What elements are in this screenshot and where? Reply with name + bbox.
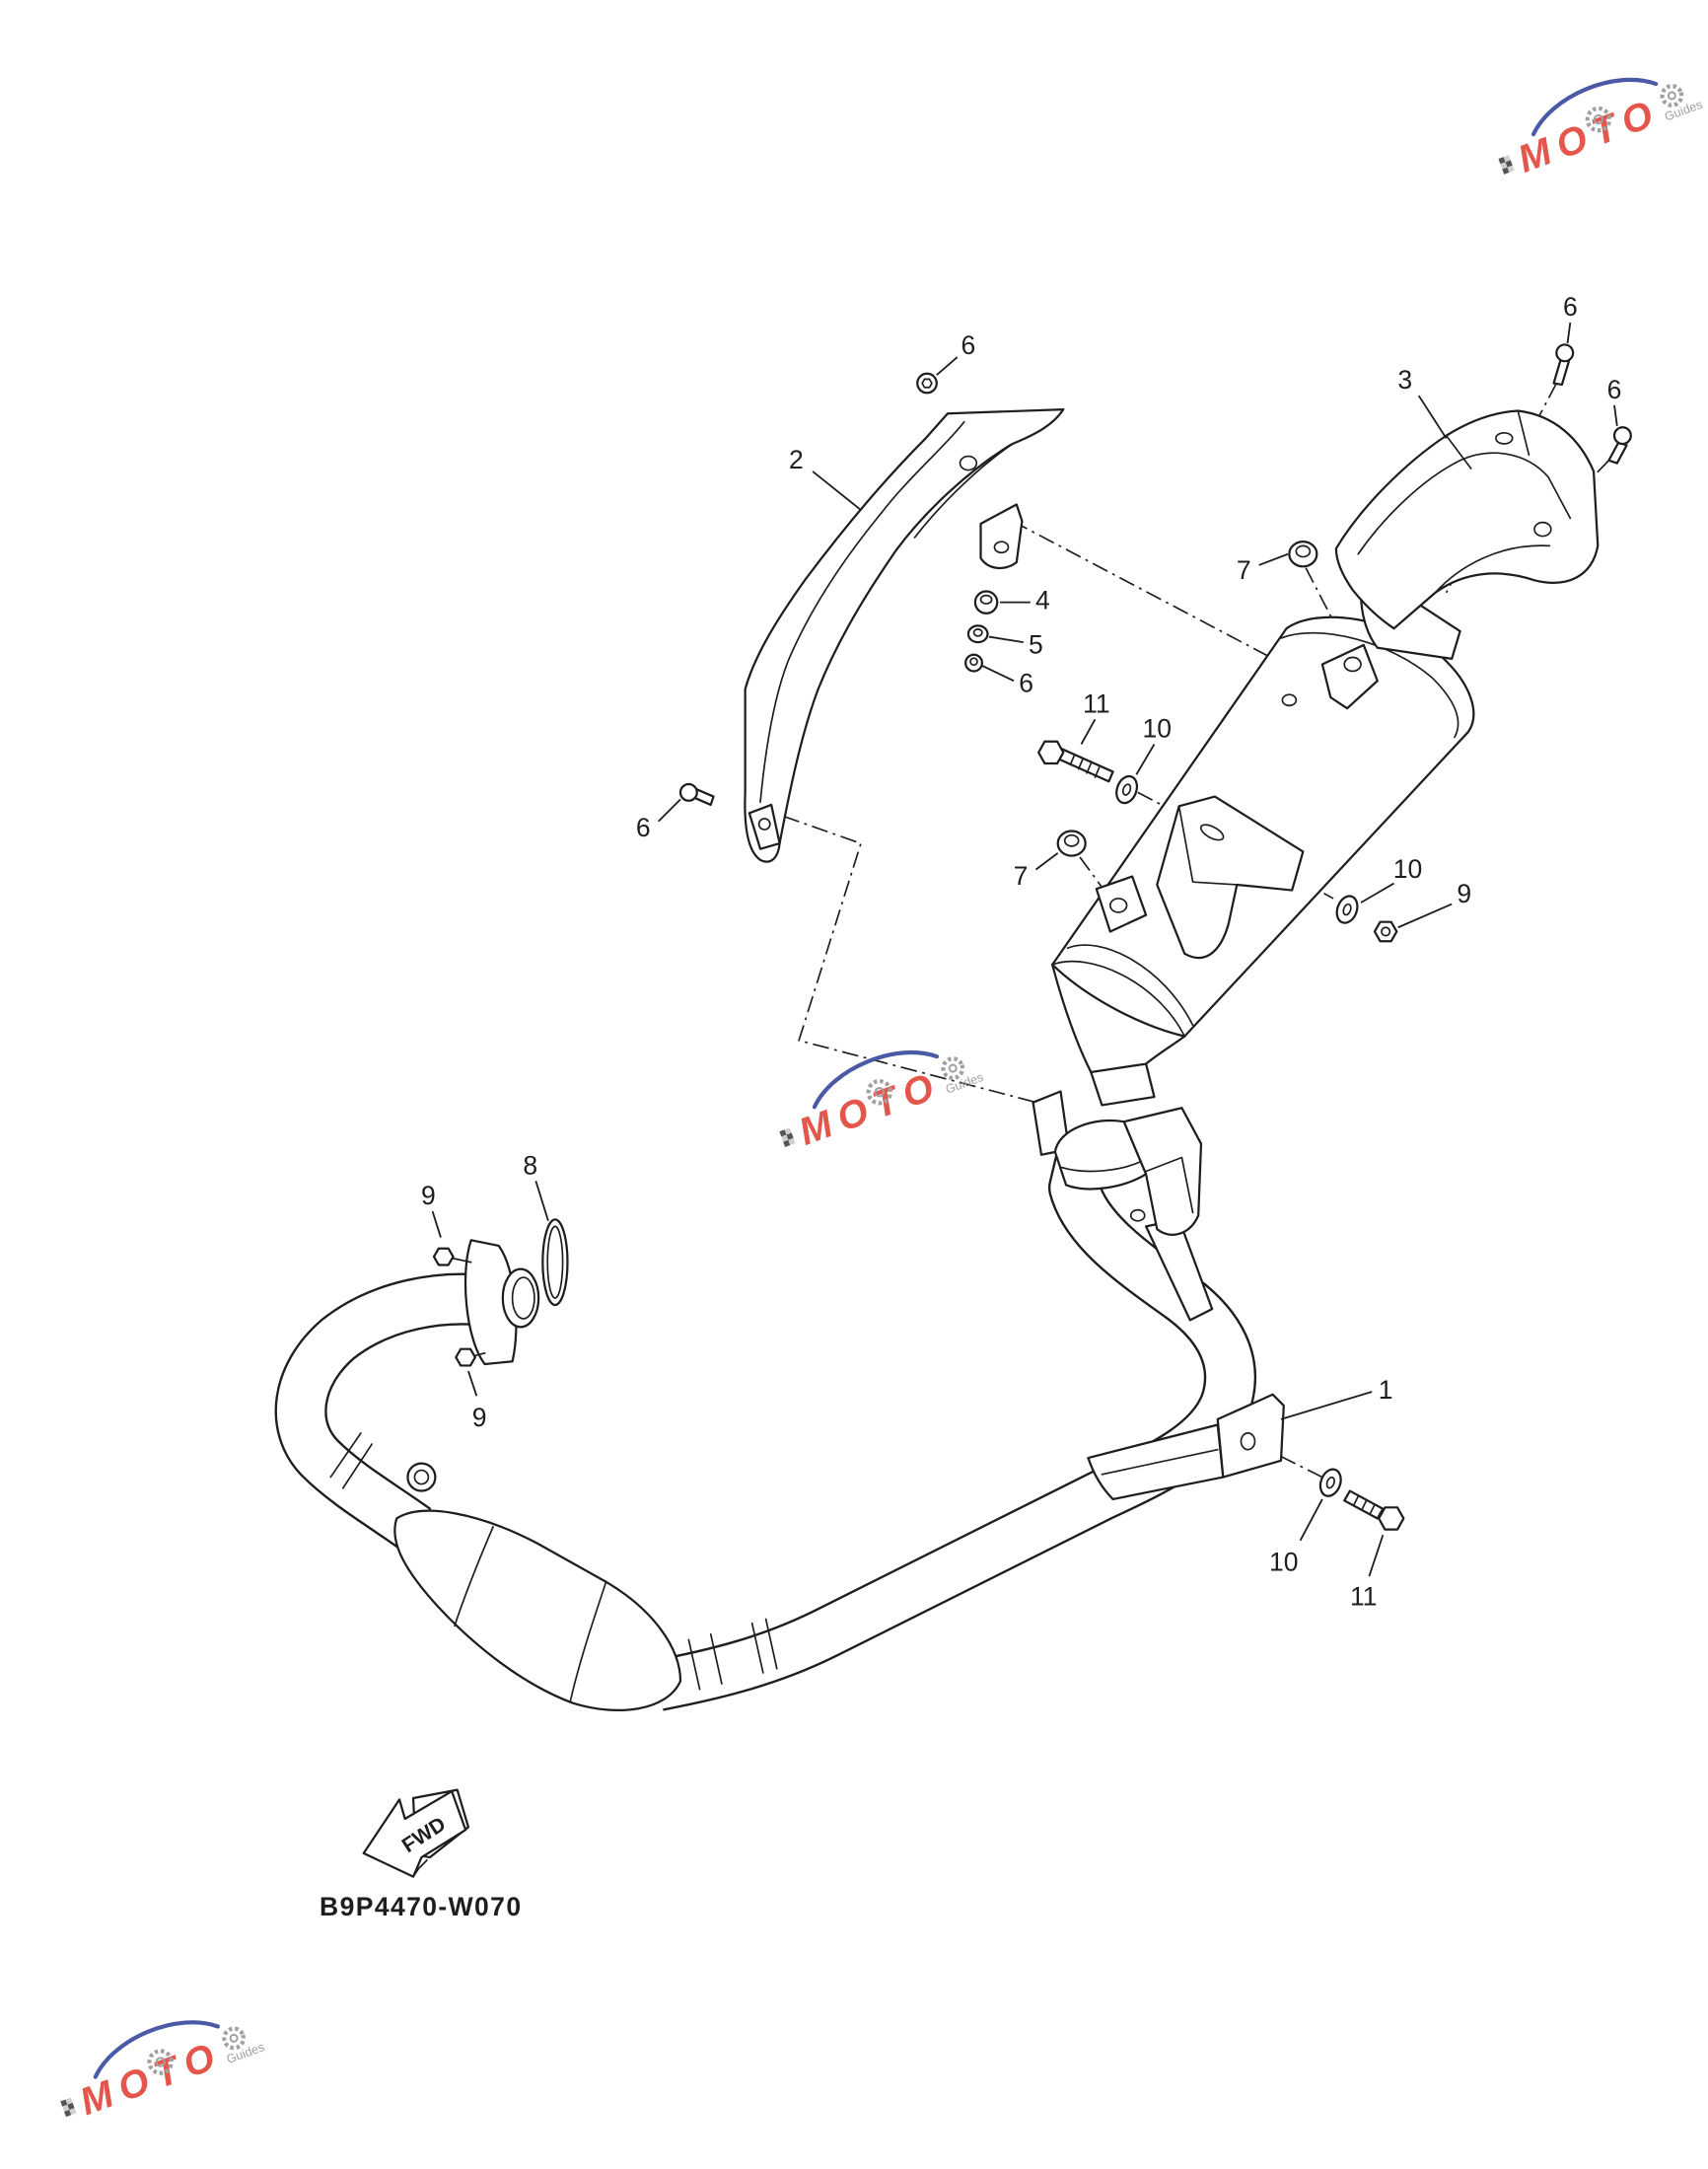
- callout-label: 9: [1457, 879, 1471, 908]
- callout-label: 6: [1019, 668, 1033, 697]
- screw-6: [1552, 343, 1575, 387]
- callout-label: 4: [1035, 586, 1050, 615]
- gear-icon: [147, 2049, 174, 2075]
- heat-shield-part-2: [744, 407, 1065, 863]
- bolt-11: [1343, 1489, 1405, 1531]
- callout-labels: 6 2 3 6 6 7 4 5 6 11 10 6 7 10 9 8 9 9 1…: [421, 292, 1621, 1611]
- callout-label: 6: [961, 330, 976, 360]
- nut-9: [455, 1347, 486, 1367]
- muffler-body: [1032, 583, 1475, 1236]
- screw-6: [678, 782, 715, 807]
- nut-9: [1373, 920, 1398, 943]
- callout-label: 6: [1607, 375, 1622, 404]
- grommet-4: [973, 590, 999, 615]
- fwd-arrow-icon: FWD: [362, 1788, 470, 1878]
- callout-label: 10: [1269, 1548, 1299, 1577]
- screw-6: [964, 653, 984, 673]
- watermark-brand: MOTO: [75, 2033, 229, 2124]
- muffler-protector-part-3: [1334, 409, 1600, 630]
- fasteners: [432, 343, 1632, 1531]
- watermark-sub: Guides: [1663, 98, 1704, 124]
- bolt-11: [1037, 740, 1114, 783]
- callout-label: 9: [472, 1403, 487, 1432]
- callout-label: 2: [789, 445, 804, 474]
- watermark-sub: Guides: [944, 1070, 985, 1097]
- callout-label: 11: [1350, 1581, 1378, 1611]
- watermark-sub: Guides: [225, 2040, 266, 2066]
- exhaust-pipe-part-1: [274, 1123, 1285, 1712]
- watermark-brand: MOTO: [794, 1063, 948, 1154]
- gear-icon: [866, 1078, 893, 1106]
- collar-5: [966, 624, 989, 644]
- grommet-7: [1288, 541, 1318, 568]
- callout-label: 10: [1393, 854, 1423, 884]
- callout-label: 3: [1397, 365, 1412, 395]
- callout-label: 9: [421, 1181, 436, 1210]
- washer-10: [1335, 895, 1359, 924]
- callout-label: 1: [1379, 1375, 1393, 1405]
- leader-lines: [431, 322, 1618, 1577]
- callout-label: 6: [1563, 292, 1578, 322]
- gear-icon: [941, 1056, 965, 1080]
- moto-guides-watermark: MOTO Guides: [60, 2020, 266, 2124]
- gear-icon: [1585, 106, 1612, 133]
- watermark-brand: MOTO: [1513, 91, 1667, 181]
- moto-guides-watermark: MOTO Guides: [1498, 77, 1704, 181]
- callout-label: 6: [636, 813, 651, 842]
- gasket-8: [541, 1218, 569, 1307]
- grommet-7: [1056, 830, 1087, 857]
- callout-label: 8: [523, 1150, 537, 1180]
- washer-10: [1115, 774, 1139, 805]
- callout-label: 7: [1014, 861, 1029, 891]
- diagram-code: B9P4470-W070: [320, 1892, 522, 1921]
- callout-label: 5: [1029, 629, 1043, 659]
- moto-guides-watermark: MOTO Guides: [779, 1050, 985, 1154]
- screw-6: [1607, 426, 1632, 465]
- screw-6: [916, 372, 938, 395]
- nut-9: [432, 1247, 472, 1266]
- callout-label: 11: [1083, 688, 1110, 718]
- washer-10: [1318, 1468, 1342, 1497]
- callout-label: 7: [1237, 555, 1251, 585]
- gear-icon: [222, 2026, 246, 2051]
- callout-label: 10: [1143, 714, 1173, 744]
